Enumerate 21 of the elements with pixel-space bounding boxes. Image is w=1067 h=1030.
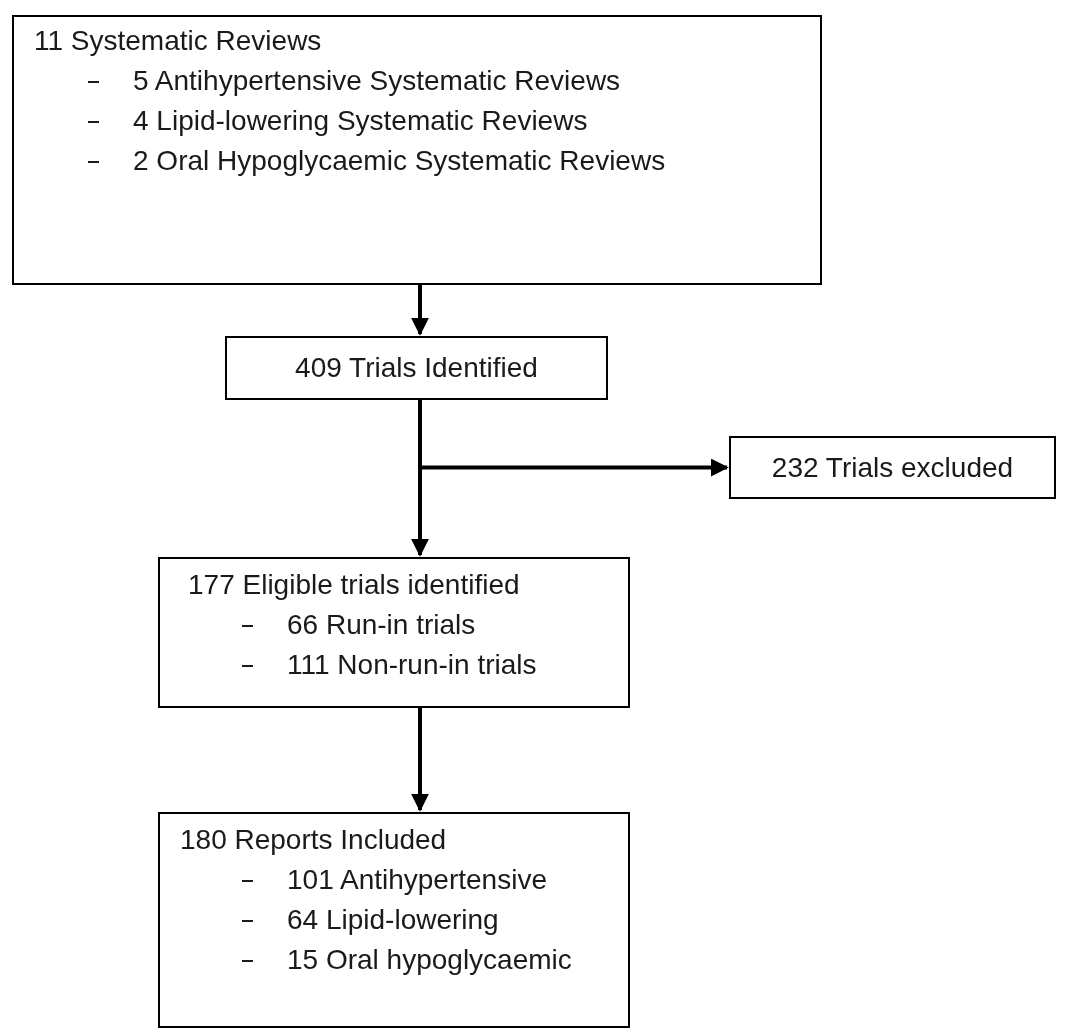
arrow (418, 400, 729, 477)
process-box (158, 812, 630, 1028)
process-box (729, 436, 1056, 499)
list-item: 101 Antihypertensive (287, 863, 547, 897)
list-item: 4 Lipid-lowering Systematic Reviews (133, 104, 588, 138)
list-item: 111 Non-run-in trials (287, 648, 537, 682)
list-item: 2 Oral Hypoglycaemic Systematic Reviews (133, 144, 666, 178)
arrow (411, 285, 429, 336)
list-item: 66 Run-in trials (287, 608, 476, 642)
box-heading: 11 Systematic Reviews (34, 24, 323, 58)
box-heading: 232 Trials excluded (771, 450, 1014, 485)
process-box (225, 336, 608, 400)
process-box (158, 557, 630, 708)
process-box (12, 15, 822, 285)
list-item: 64 Lipid-lowering (287, 903, 499, 937)
list-item: 15 Oral hypoglycaemic (287, 943, 572, 977)
list-item: 5 Antihypertensive Systematic Reviews (133, 64, 621, 98)
box-heading: 180 Reports Included (180, 823, 448, 857)
box-heading: 409 Trials Identified (295, 351, 538, 385)
box-heading: 177 Eligible trials identified (188, 568, 521, 602)
arrow (411, 708, 429, 812)
